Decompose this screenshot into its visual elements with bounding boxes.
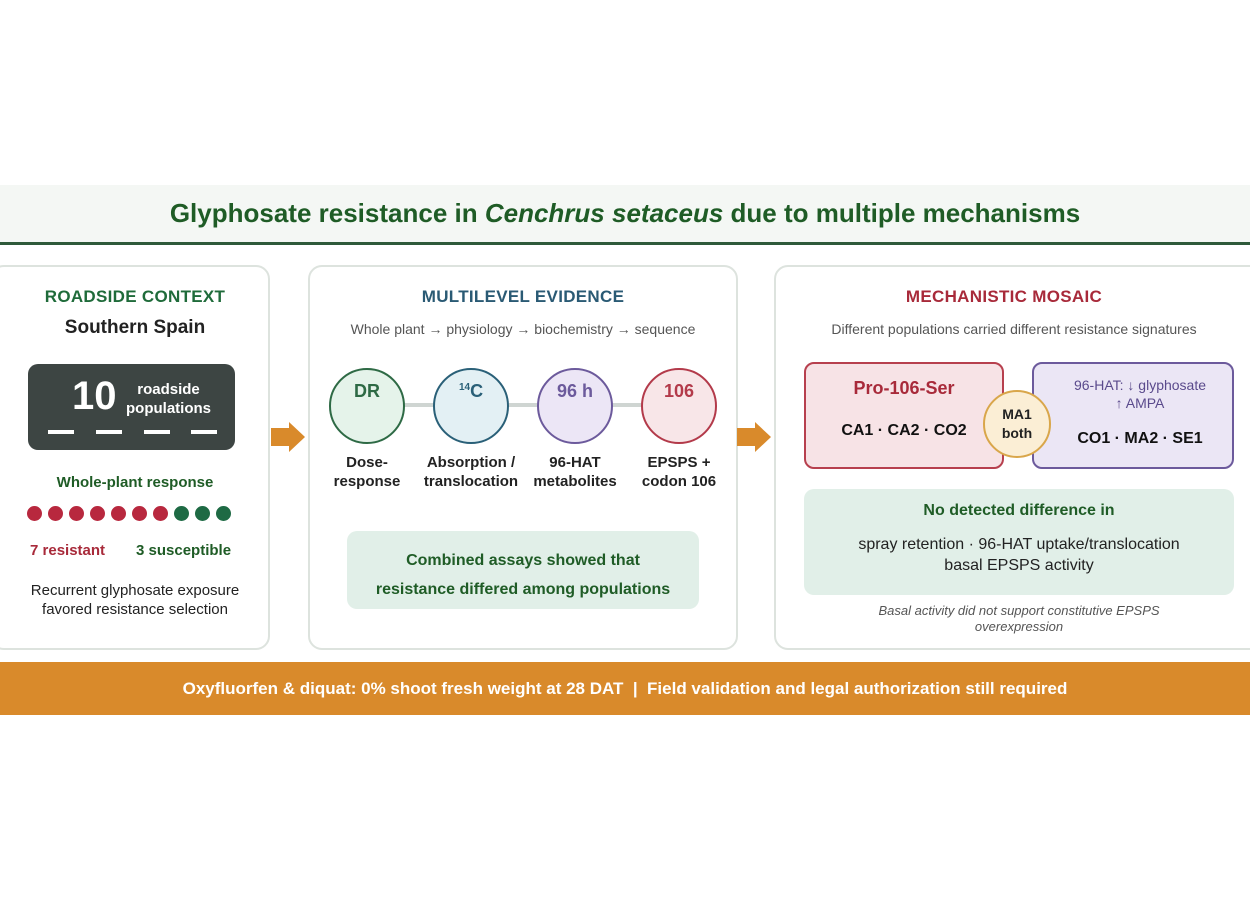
resistant-population-dot <box>27 506 42 521</box>
multilevel-evidence-panel: MULTILEVEL EVIDENCE Whole plant → physio… <box>308 265 738 650</box>
road-dash <box>144 430 170 434</box>
road-dash <box>48 430 74 434</box>
connector-line <box>370 403 680 407</box>
panel-subtitle: Different populations carried different … <box>831 321 1197 337</box>
resistant-population-dot <box>69 506 84 521</box>
carbon-14-circle: 14C <box>433 368 509 444</box>
population-count: 10 <box>72 374 117 418</box>
resistant-population-dot <box>111 506 126 521</box>
panel-title: ROADSIDE CONTEXT <box>44 287 226 306</box>
combined-assays-box: Combined assays showed that resistance d… <box>347 531 699 609</box>
target-site-mutation-box: Pro-106-Ser CA1 · CA2 · CO2 <box>804 362 1004 469</box>
step-label: Absorption /translocation <box>423 454 519 490</box>
road-sign-icon: 10 roadside populations <box>28 364 235 450</box>
roadside-context-panel: ROADSIDE CONTEXT Southern Spain 10 roads… <box>0 265 270 650</box>
resistant-population-dot <box>153 506 168 521</box>
susceptible-population-dot <box>174 506 189 521</box>
metabolites-circle: 96 h <box>537 368 613 444</box>
panel-title: MULTILEVEL EVIDENCE <box>421 287 625 306</box>
no-difference-box: No detected difference in spray retentio… <box>804 489 1234 595</box>
region-label: Southern Spain <box>64 317 206 338</box>
step-label: EPSPS +codon 106 <box>641 454 717 490</box>
resistant-count-label: 7 resistant <box>30 542 106 559</box>
figure-title: Glyphosate resistance in Cenchrus setace… <box>169 198 1081 228</box>
susceptible-population-dot <box>195 506 210 521</box>
population-dots <box>27 506 231 521</box>
footer-banner: Oxyfluorfen & diquat: 0% shoot fresh wei… <box>0 662 1250 715</box>
species-name: Cenchrus setaceus <box>484 198 724 228</box>
response-title: Whole-plant response <box>56 474 214 491</box>
resistant-population-dot <box>132 506 147 521</box>
population-count-label: roadside populations <box>126 381 211 417</box>
road-dash <box>96 430 122 434</box>
resistant-population-dot <box>48 506 63 521</box>
metabolism-box: 96-HAT: ↓ glyphosate ↑ AMPA CO1 · MA2 · … <box>1032 362 1234 469</box>
dose-response-circle: DR <box>329 368 405 444</box>
road-dash <box>191 430 217 434</box>
codon-circle: 106 <box>641 368 717 444</box>
selection-note: Recurrent glyphosate exposure favored re… <box>30 582 240 618</box>
resistant-population-dot <box>90 506 105 521</box>
step-label: Dose-response <box>333 454 401 490</box>
mechanistic-mosaic-panel: MECHANISTIC MOSAIC Different populations… <box>774 265 1250 650</box>
susceptible-count-label: 3 susceptible <box>136 542 232 559</box>
title-bar: Glyphosate resistance in Cenchrus setace… <box>0 185 1250 245</box>
susceptible-population-dot <box>216 506 231 521</box>
panel-title: MECHANISTIC MOSAIC <box>905 287 1103 306</box>
footnote: Basal activity did not support constitut… <box>878 603 1160 634</box>
panel-subtitle: Whole plant → physiology → biochemistry … <box>350 321 696 337</box>
